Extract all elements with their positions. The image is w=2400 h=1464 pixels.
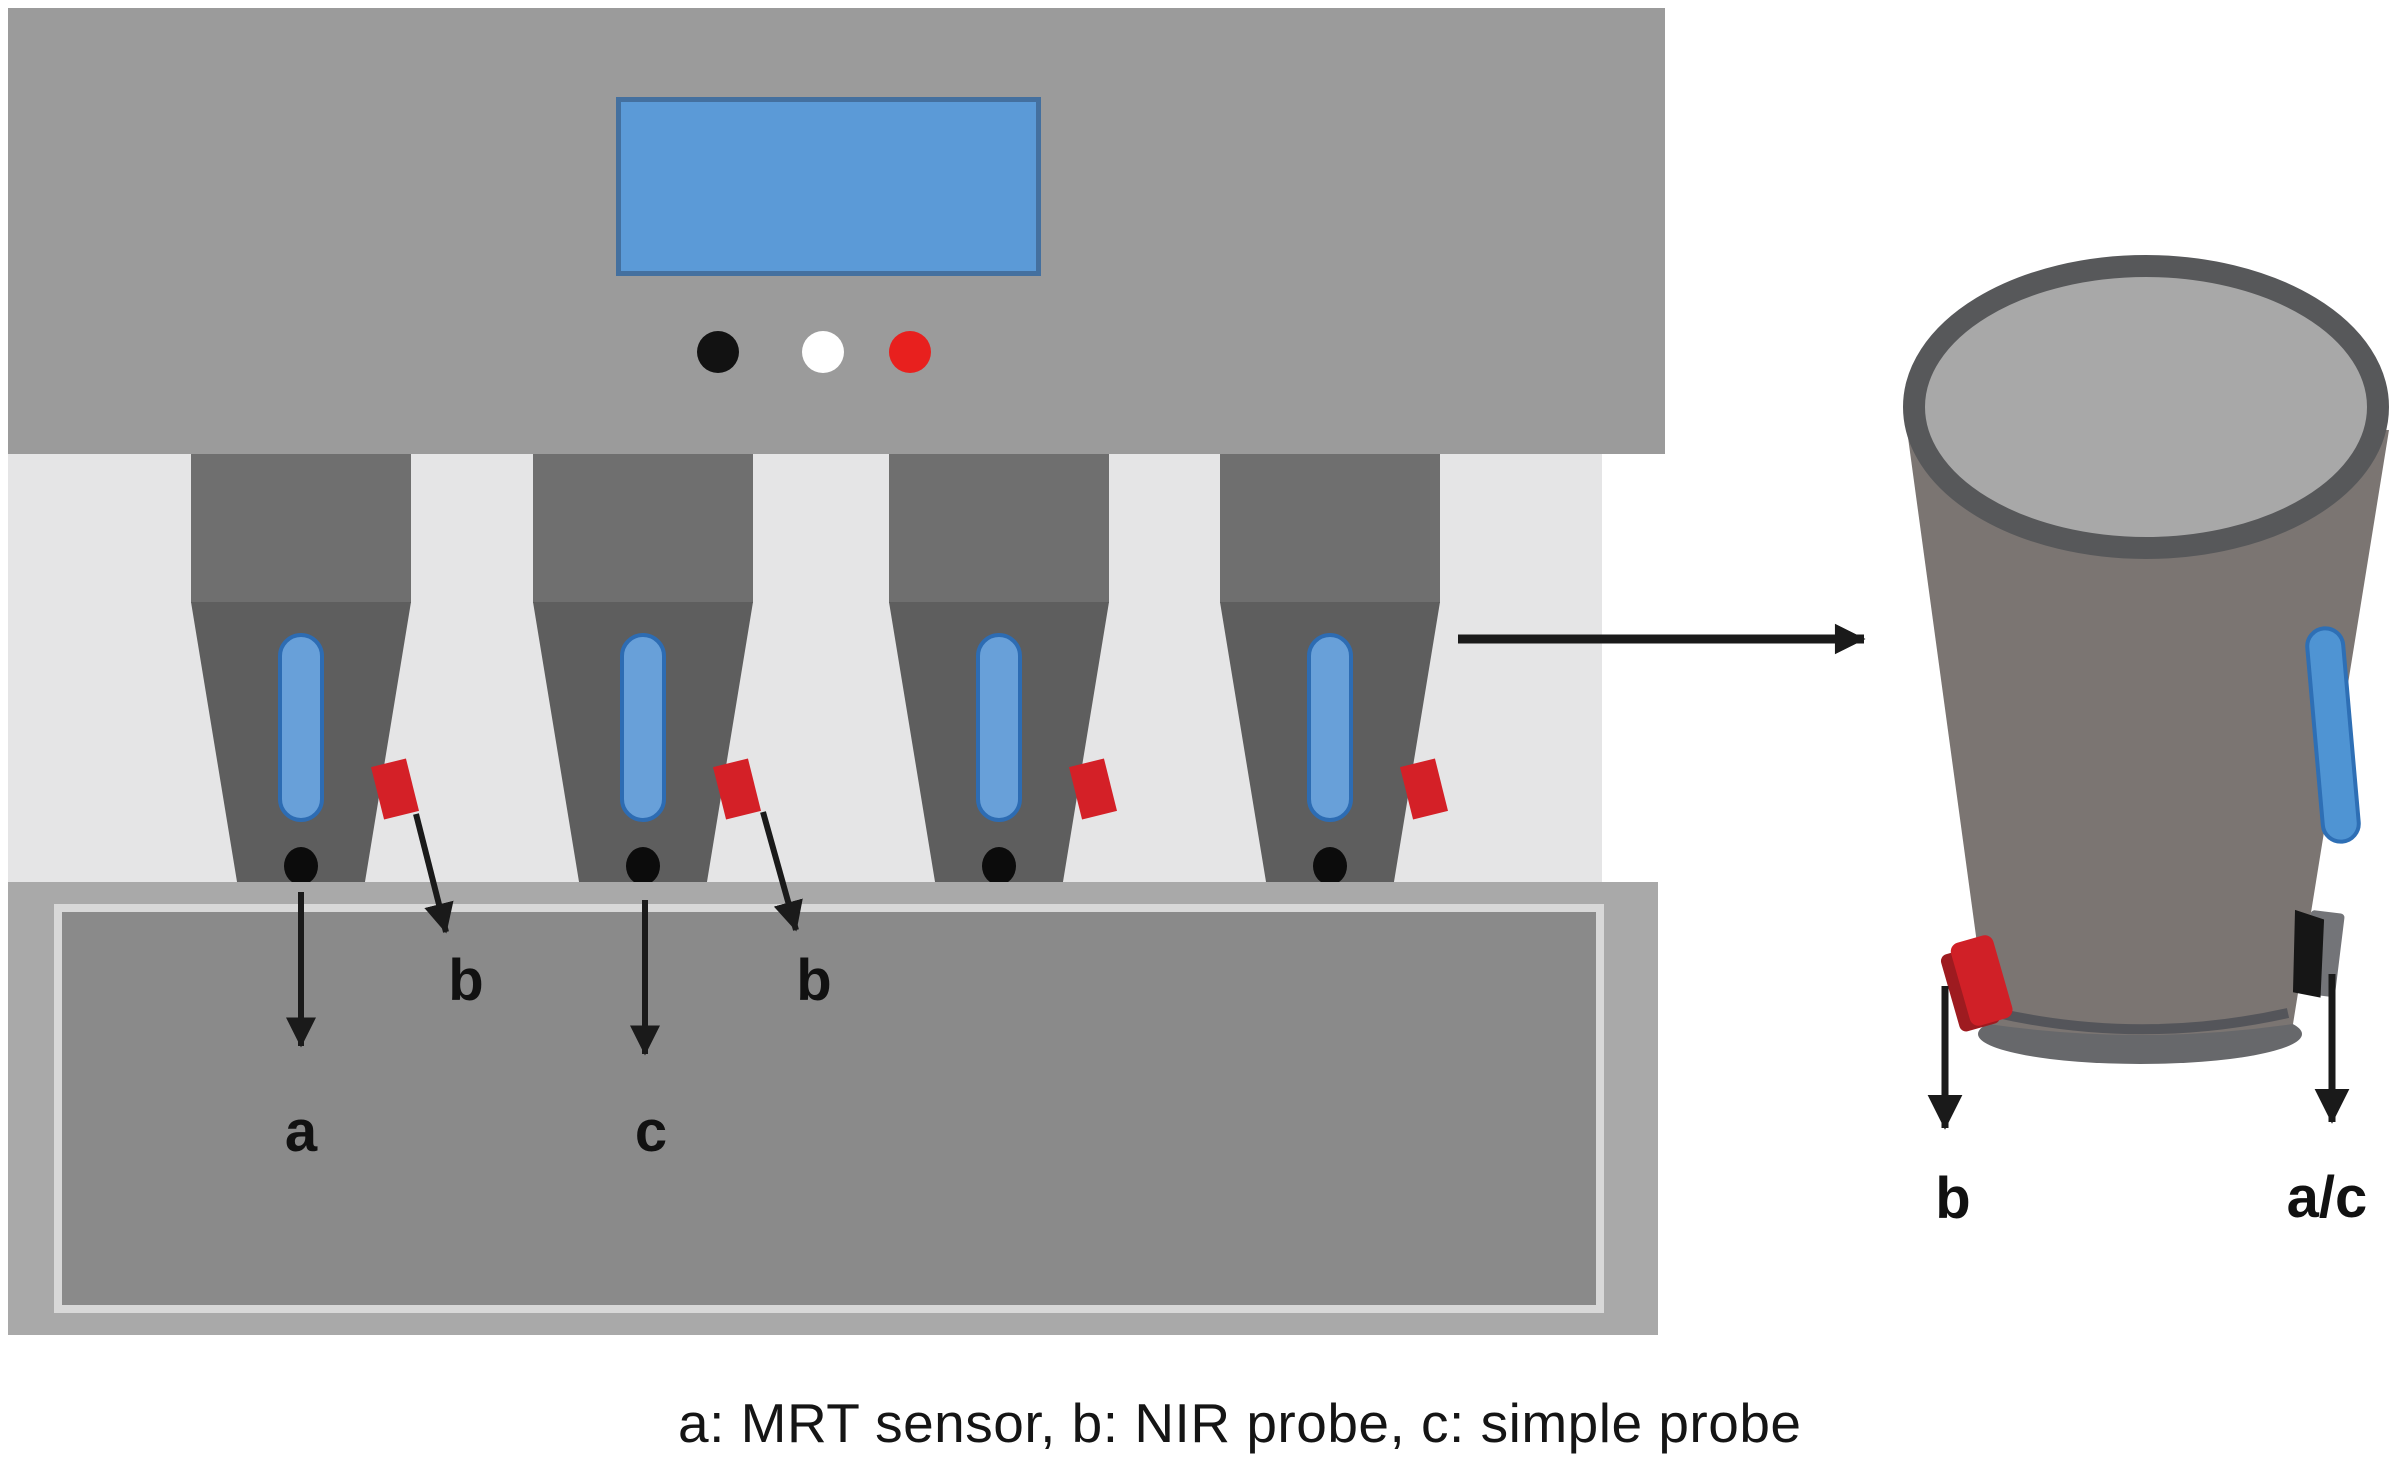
window-slot [1307, 633, 1353, 822]
machine-top-housing [8, 8, 1665, 454]
label-c: c [634, 1099, 668, 1164]
mrt-sensor-dot [1313, 847, 1347, 885]
indicator-dot-red-icon [889, 331, 931, 373]
bucket-foot [1978, 1004, 2302, 1064]
detail-black-sensor-tab [2292, 909, 2345, 998]
dosator-station-2 [533, 454, 761, 885]
figure-caption: a: MRT sensor, b: NIR probe, c: simple p… [678, 1392, 1802, 1454]
label-b-1: b [448, 948, 484, 1013]
mrt-sensor-dot [284, 847, 318, 885]
dosator-shank [889, 454, 1109, 603]
window-slot [620, 633, 666, 822]
dosator-station-1 [191, 454, 419, 885]
mrt-sensor-dot [626, 847, 660, 885]
label-b-2: b [796, 948, 832, 1013]
bucket-body [1907, 430, 2389, 1035]
display-screen [616, 97, 1041, 276]
machine-table-inner [54, 904, 1604, 1313]
dosator-shank [533, 454, 753, 603]
machine-table [8, 882, 1658, 1335]
indicator-dot-white-icon [802, 331, 844, 373]
dosator-station-4 [1220, 454, 1448, 885]
bucket-bottom-shadow [1991, 1007, 2290, 1035]
window-slot [278, 633, 324, 822]
indicator-dot-black-icon [697, 331, 739, 373]
window-slot [976, 633, 1022, 822]
dosator-shank [1220, 454, 1440, 603]
dosator-shank [191, 454, 411, 603]
label-a: a [284, 1099, 318, 1164]
label-detail-b: b [1935, 1166, 1971, 1231]
detail-nir-probe-tab [1940, 935, 2013, 1032]
label-detail-ac: a/c [2286, 1165, 2368, 1230]
mrt-sensor-dot [982, 847, 1016, 885]
detail-window-slot [2305, 626, 2361, 844]
dosator-station-3 [889, 454, 1117, 885]
bucket-rim [1903, 255, 2389, 559]
